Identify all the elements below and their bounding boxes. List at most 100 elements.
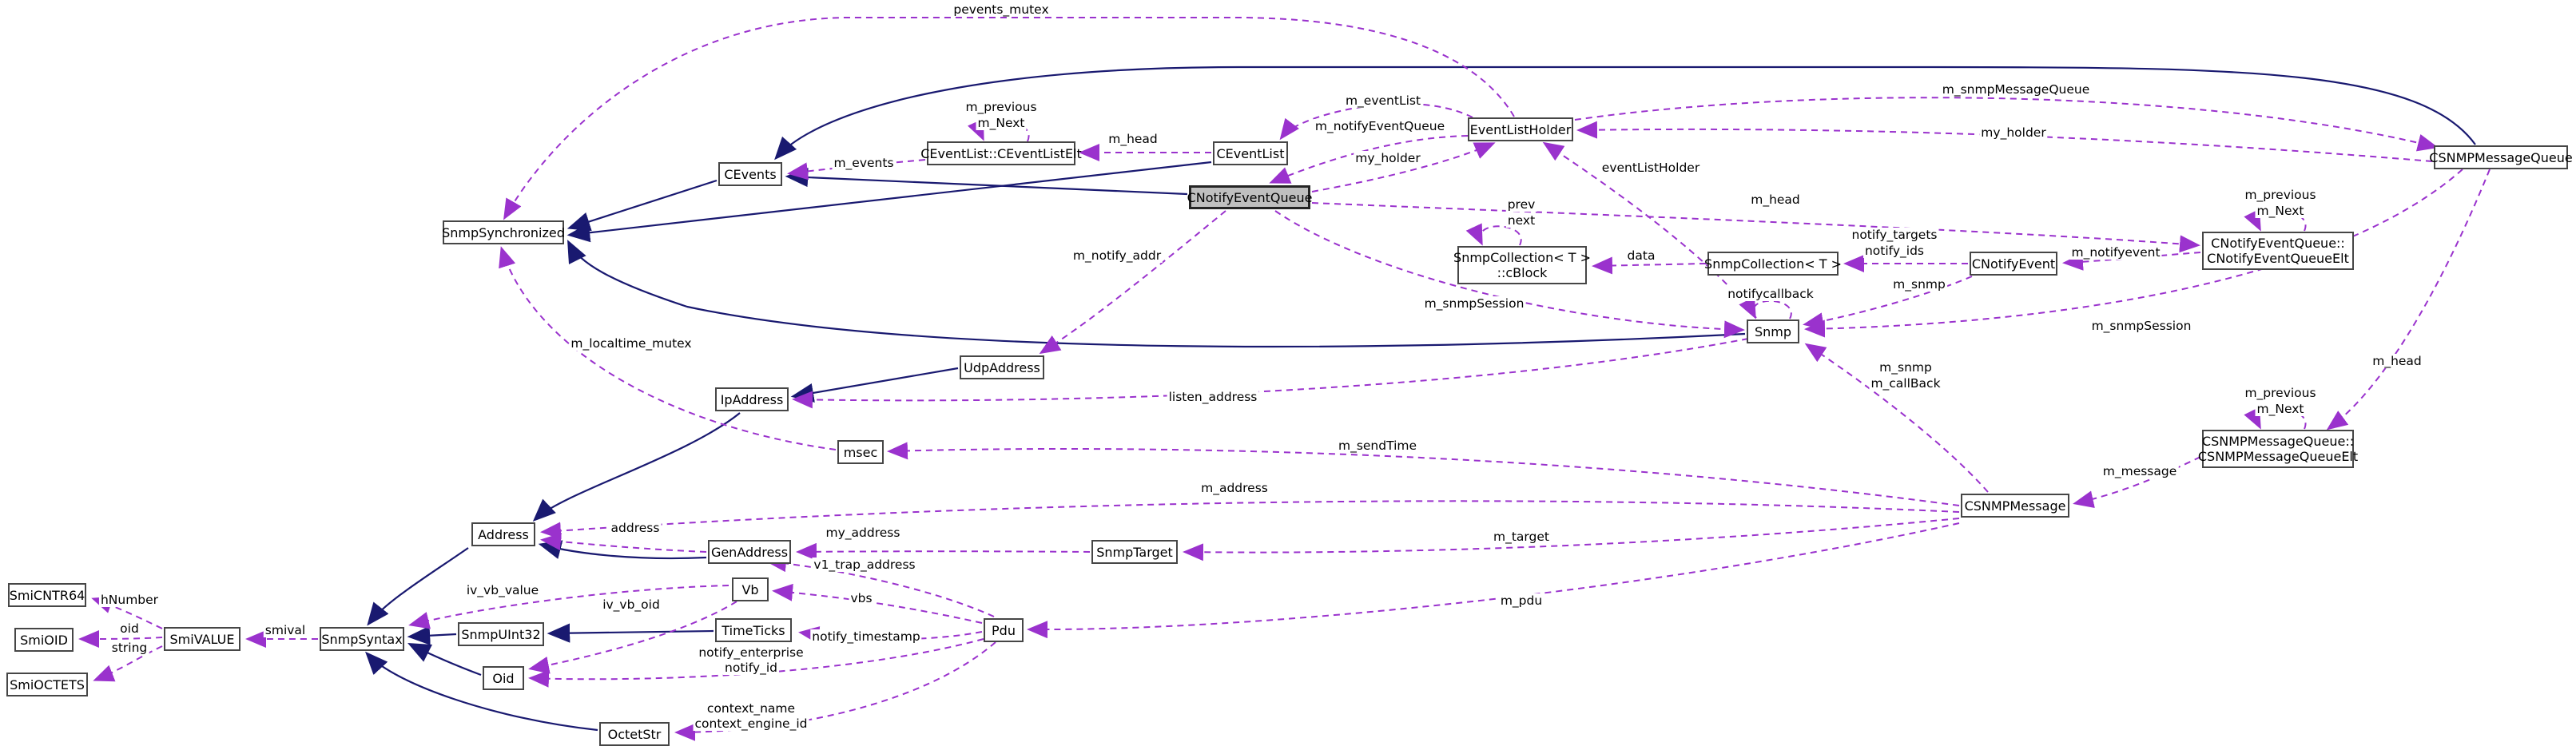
node-CSNMPMessageQueueElt[interactable]: CSNMPMessageQueue::CSNMPMessageQueueElt	[2198, 430, 2358, 468]
edge-label-m_head: m_head	[2371, 354, 2423, 368]
edge-inherit-csnmpmessagequeue-cevents	[774, 65, 2476, 161]
edge-label-notify_enterprise: notify_enterprise	[697, 645, 805, 660]
edge-label-prev: prev	[1505, 197, 1537, 212]
edge-label-m_events: m_events	[832, 156, 896, 170]
node-msec[interactable]: msec	[837, 440, 884, 464]
edge-label-m_snmp: m_snmp	[1878, 360, 1934, 375]
edge-label-v1_trap_address: v1_trap_address	[812, 558, 917, 572]
edge-m_head-msgelt	[2326, 169, 2491, 431]
edge-label-m_localtime_mutex: m_localtime_mutex	[569, 336, 694, 351]
edge-m_head-notifyelt	[1311, 202, 2200, 253]
edge-m_pdu	[1027, 522, 1960, 639]
node-Address[interactable]: Address	[471, 522, 535, 546]
node-SmiOCTETS[interactable]: SmiOCTETS	[6, 673, 88, 696]
node-label: SnmpUInt32	[461, 626, 541, 642]
node-TimeTicks[interactable]: TimeTicks	[715, 618, 792, 642]
node-CNotifyEvent[interactable]: CNotifyEvent	[1970, 252, 2057, 276]
node-SnmpSyntax[interactable]: SnmpSyntax	[320, 627, 404, 651]
edge-vbs	[772, 583, 983, 624]
node-label: CSNMPMessageQueue::	[2201, 434, 2355, 449]
edge-inherit-oid-snmpsyntax	[407, 643, 482, 677]
edge-iv_vb_oid	[528, 601, 737, 674]
node-CEventListElt[interactable]: CEventList::CEventListElt	[920, 141, 1082, 165]
edge-label-m_eventList: m_eventList	[1343, 93, 1423, 108]
edge-inherit-ipaddress-address	[532, 412, 741, 522]
edge-inherit-snmpuint32-snmpsyntax	[407, 625, 457, 645]
node-UdpAddress[interactable]: UdpAddress	[960, 355, 1044, 379]
edge-m_eventList	[1279, 102, 1473, 141]
node-SnmpSynchronized[interactable]: SnmpSynchronized	[442, 220, 565, 244]
node-label: Address	[478, 526, 529, 542]
edge-label-m_notifyevent: m_notifyevent	[2069, 245, 2162, 260]
node-SnmpCollectionT[interactable]: SnmpCollection< T >	[1704, 252, 1842, 276]
node-EventListHolder[interactable]: EventListHolder	[1468, 117, 1573, 141]
node-Vb[interactable]: Vb	[732, 577, 769, 601]
edge-label-m_snmpSession: m_snmpSession	[2089, 319, 2193, 333]
node-CNotifyEventQueueElt[interactable]: CNotifyEventQueue::CNotifyEventQueueElt	[2202, 232, 2354, 270]
node-Snmp[interactable]: Snmp	[1747, 319, 1799, 343]
edge-label-iv_vb_oid: iv_vb_oid	[601, 597, 662, 612]
edge-oid	[78, 629, 163, 648]
node-CSNMPMessage[interactable]: CSNMPMessage	[1961, 494, 2069, 518]
edge-iv_vb_value	[408, 585, 729, 629]
edge-label-m_target: m_target	[1492, 530, 1551, 544]
edge-inherit-cevents-snmpsynchronized	[566, 179, 718, 232]
node-label: CNotifyEvent	[1971, 256, 2056, 272]
edge-label-m_snmp: m_snmp	[1891, 277, 1947, 292]
node-label: Pdu	[992, 622, 1016, 638]
node-OctetStr[interactable]: OctetStr	[599, 722, 670, 746]
node-label: CEvents	[724, 166, 777, 182]
node-label: CSNMPMessageQueue	[2429, 149, 2573, 165]
edge-pevents_mutex	[503, 17, 1515, 220]
edge-label-my_address: my_address	[824, 526, 902, 540]
node-label: OctetStr	[607, 726, 662, 742]
node-CEvents[interactable]: CEvents	[718, 162, 782, 186]
node-SmiCNTR64[interactable]: SmiCNTR64	[8, 583, 86, 607]
edge-inherit-snmp-snmpsynchronized	[567, 240, 1746, 348]
node-Oid[interactable]: Oid	[483, 666, 524, 690]
node-label: UdpAddress	[964, 359, 1040, 375]
node-label: SnmpSynchronized	[442, 224, 565, 240]
edge-m_target	[1183, 518, 1960, 562]
edge-label-m_head: m_head	[1749, 192, 1802, 207]
node-IpAddress[interactable]: IpAddress	[715, 387, 789, 411]
edge-label-data: data	[1625, 248, 1657, 263]
node-label: Vb	[741, 581, 759, 597]
edge-my_address	[796, 542, 1091, 561]
edge-m_localtime_mutex	[499, 246, 837, 450]
edge-inherit-ceventlist-snmpsynchronized	[566, 161, 1212, 243]
edge-label-m_Next: m_Next	[976, 116, 1027, 130]
node-label: CNotifyEventQueue	[1187, 189, 1313, 205]
edge-label-iv_vb_value: iv_vb_value	[464, 583, 541, 597]
node-label: IpAddress	[720, 391, 784, 407]
edge-label-notify_id: notify_id	[723, 661, 779, 675]
node-label: CSNMPMessage	[1964, 498, 2066, 514]
edge-m_snmpSession-notifyqueue	[1274, 210, 1745, 339]
edge-label-m_sendTime: m_sendTime	[1336, 438, 1419, 453]
edge-label-hNumber: hNumber	[98, 593, 161, 607]
edge-selfloop-cblock	[1465, 223, 1522, 246]
node-GenAddress[interactable]: GenAddress	[708, 540, 791, 564]
node-SnmpUInt32[interactable]: SnmpUInt32	[458, 622, 544, 646]
edge-m_snmpSession-msgqueue	[1804, 169, 2463, 338]
node-cBlock[interactable]: SnmpCollection< T >::cBlock	[1453, 246, 1591, 284]
edge-label-smival: smival	[263, 623, 308, 637]
node-label: msec	[843, 444, 878, 460]
node-label: SnmpTarget	[1096, 544, 1173, 560]
edge-label-oid: oid	[118, 621, 141, 636]
node-SnmpTarget[interactable]: SnmpTarget	[1091, 540, 1178, 564]
edge-data	[1592, 256, 1707, 275]
node-Pdu[interactable]: Pdu	[984, 618, 1024, 642]
node-CEventList[interactable]: CEventList	[1213, 141, 1288, 165]
node-label: ::cBlock	[1497, 265, 1548, 280]
edge-label-m_message: m_message	[2101, 464, 2179, 478]
edge-label-listen_address: listen_address	[1167, 390, 1259, 404]
node-SmiOID[interactable]: SmiOID	[14, 628, 74, 652]
node-label: CNotifyEventQueue::	[2211, 236, 2345, 251]
node-CNotifyEventQueue[interactable]: CNotifyEventQueue	[1187, 185, 1313, 209]
edge-label-context_name: context_name	[705, 701, 797, 716]
edge-m_address	[540, 500, 1960, 540]
node-CSNMPMessageQueue[interactable]: CSNMPMessageQueue	[2429, 145, 2573, 169]
node-SmiVALUE[interactable]: SmiVALUE	[164, 627, 241, 651]
